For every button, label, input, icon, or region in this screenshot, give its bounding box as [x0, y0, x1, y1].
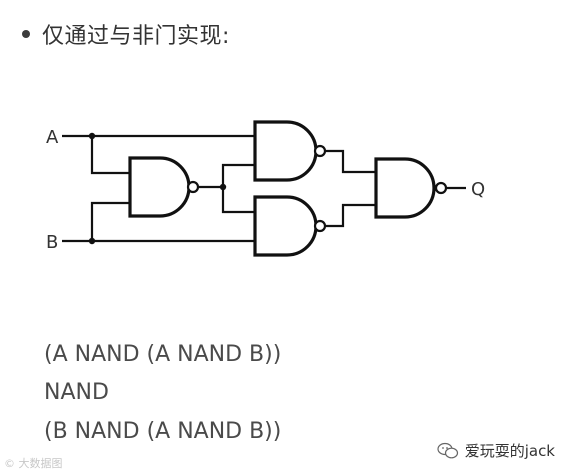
watermark-right: 爱玩耍的jack — [437, 440, 555, 461]
input-b-label: B — [46, 232, 58, 253]
gate-2-inverter-bubble — [313, 144, 327, 158]
wire-gate1-to-gate2 — [221, 163, 255, 187]
wire-b-to-gate1 — [90, 201, 130, 241]
wire-gate1-to-gate3 — [221, 187, 255, 214]
nand-gate-2 — [253, 120, 318, 182]
expression-line-3: (B NAND (A NAND B)) — [44, 419, 282, 444]
junction-a — [88, 132, 96, 140]
wire-gate2-to-gate4 — [324, 149, 378, 174]
bullet-dot-icon — [22, 30, 30, 38]
watermark-author: 爱玩耍的jack — [464, 442, 555, 460]
wire-gate3-to-gate4 — [324, 203, 378, 228]
nand-gate-1 — [128, 156, 191, 218]
gate-3-inverter-bubble — [313, 219, 327, 233]
wechat-icon — [437, 442, 458, 458]
nand-gate-3 — [253, 195, 318, 257]
bullet-item: 仅通过与非门实现: — [22, 18, 230, 50]
heading-text: 仅通过与非门实现: — [42, 24, 230, 49]
expression-line-2: NAND — [44, 380, 109, 405]
gate-1-inverter-bubble — [186, 180, 200, 194]
gate-4-inverter-bubble — [434, 181, 448, 195]
input-a-label: A — [46, 127, 59, 148]
watermark-left: © 大数据图 — [4, 457, 63, 470]
output-q-label: Q — [471, 179, 485, 200]
wire-a-to-gate1 — [90, 136, 130, 175]
junction-b — [88, 237, 96, 245]
junction-gate1-out — [219, 183, 227, 191]
nand-gate-4 — [374, 157, 436, 219]
expression-line-1: (A NAND (A NAND B)) — [44, 342, 282, 367]
